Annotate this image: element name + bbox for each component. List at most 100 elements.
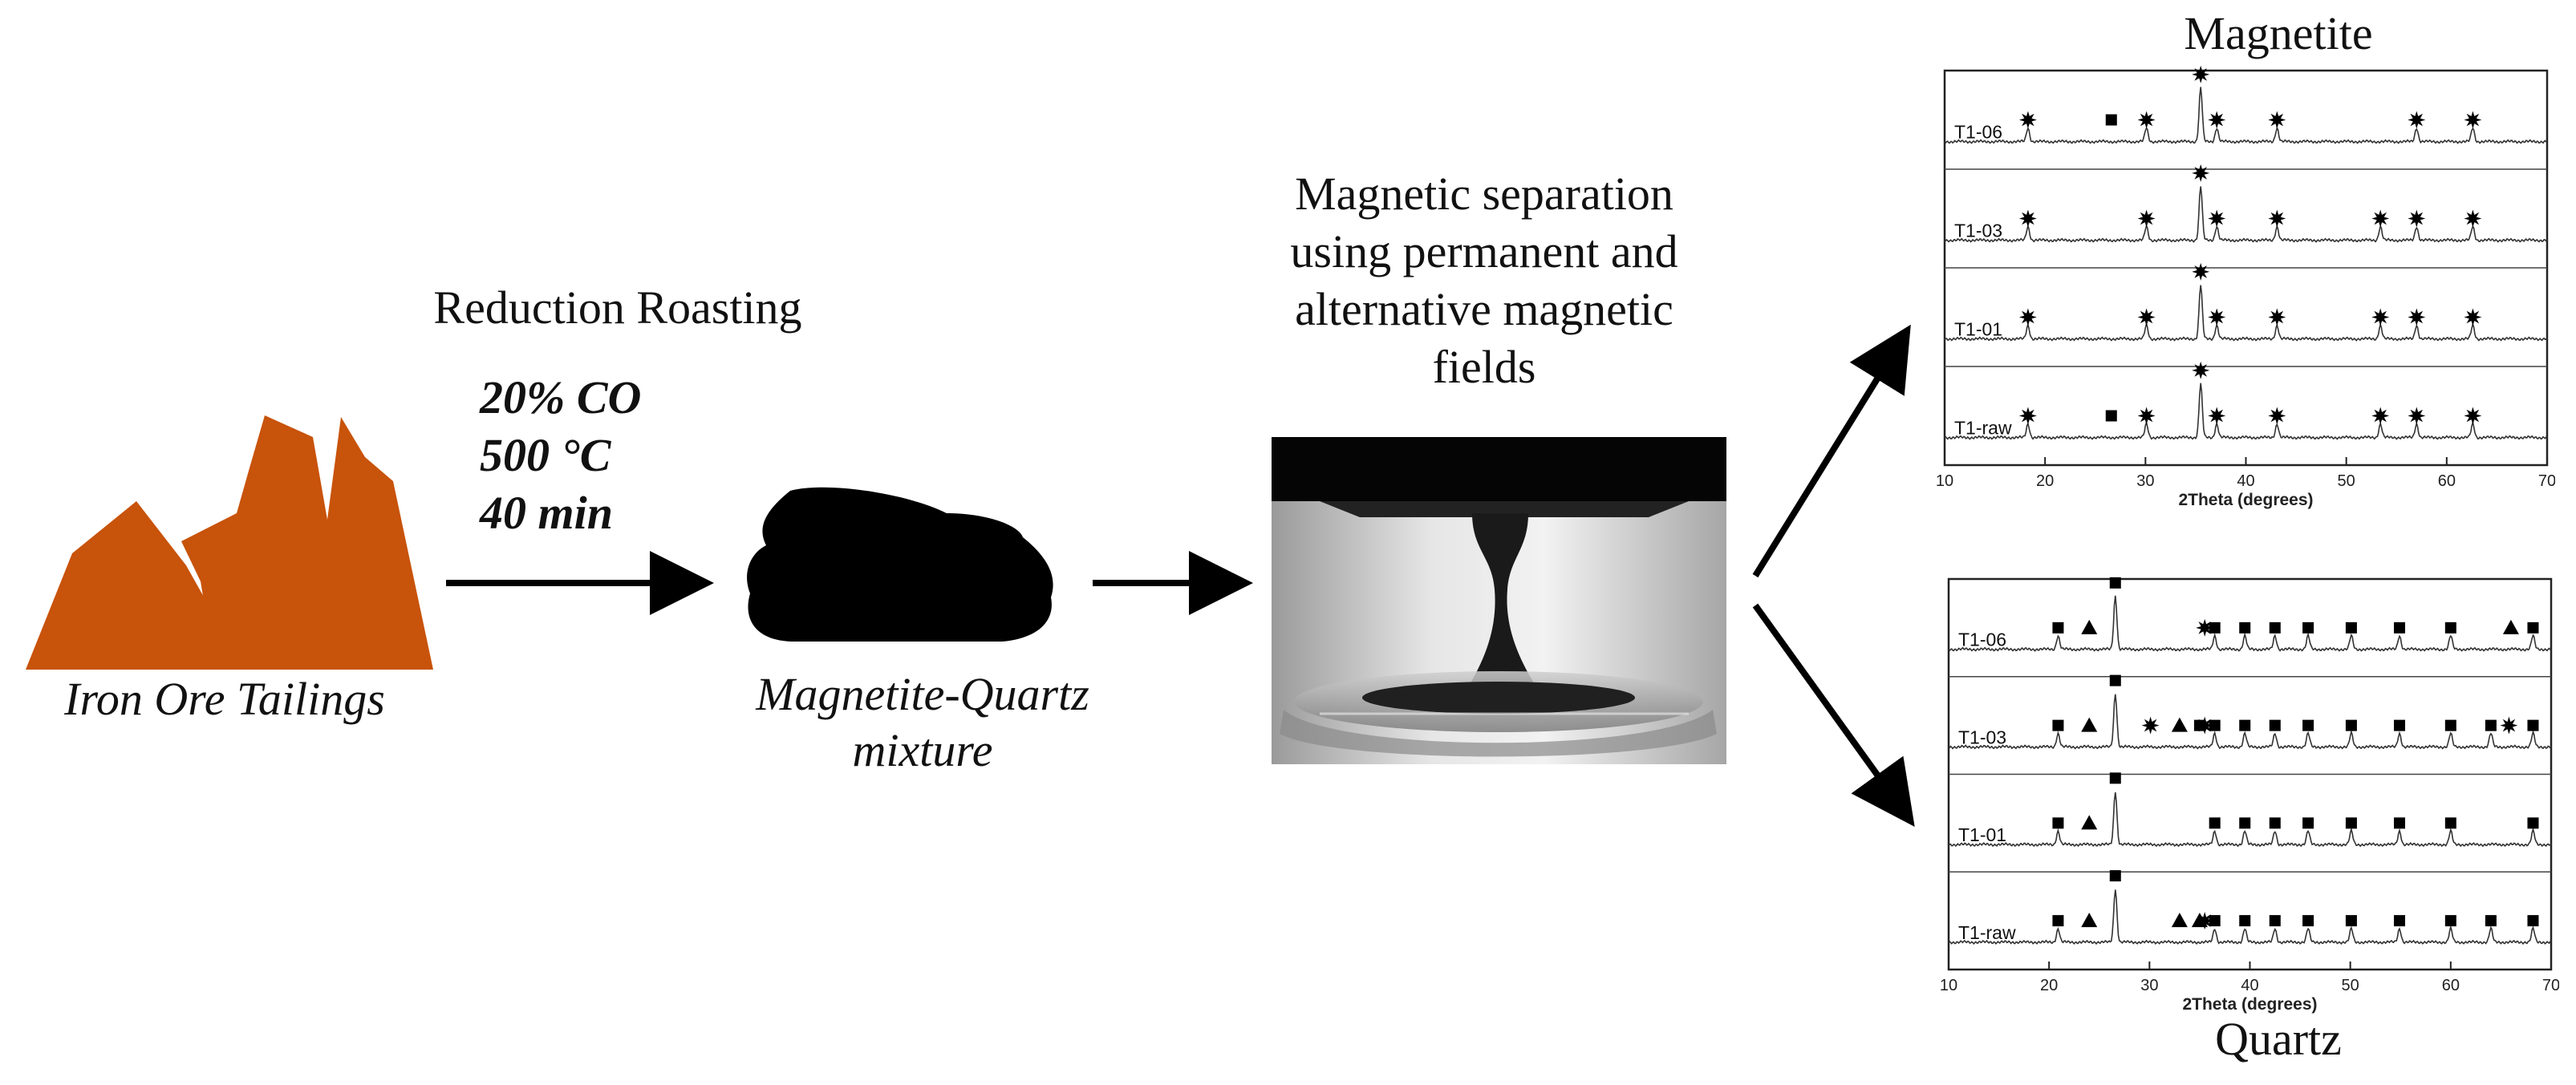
peak-marker-star <box>2371 407 2390 425</box>
x-tick-label: 10 <box>1940 977 1957 994</box>
peak-marker-star <box>2141 716 2160 735</box>
peak-marker-square <box>2444 621 2456 634</box>
peak-marker-star <box>2268 308 2286 326</box>
peak-marker-square <box>2109 577 2121 589</box>
peak-marker-square <box>2239 817 2251 829</box>
peak-marker-star <box>2464 308 2482 326</box>
peak-marker-star <box>2192 262 2210 281</box>
peak-marker-square <box>2239 621 2251 634</box>
series-label: T1-01 <box>1958 824 2006 845</box>
label-reduction-roasting: Reduction Roasting <box>433 281 802 334</box>
peak-marker-square <box>2239 915 2251 927</box>
x-tick-label: 20 <box>2036 472 2054 490</box>
magnetic-separation-photo <box>1272 437 1726 764</box>
peak-marker-triangle <box>2081 815 2098 830</box>
peak-marker-square <box>2302 817 2314 829</box>
label-quartz: Quartz <box>2215 1013 2342 1065</box>
peak-marker-square <box>2302 621 2314 634</box>
peak-marker-star <box>2208 209 2226 228</box>
peak-marker-star <box>2208 308 2226 326</box>
peak-marker-star <box>2192 65 2210 83</box>
peak-marker-square <box>2209 621 2221 634</box>
peak-marker-square <box>2052 719 2064 731</box>
peak-marker-star <box>2018 209 2037 228</box>
peak-marker-square <box>2209 817 2221 829</box>
peak-marker-square <box>2209 915 2221 927</box>
condition-co: 20% CO <box>480 371 642 423</box>
peak-marker-star <box>2137 111 2156 129</box>
peak-marker-square <box>2485 915 2497 927</box>
peak-marker-star <box>2208 407 2226 425</box>
x-axis-label: 2Theta (degrees) <box>2182 995 2317 1014</box>
iron-ore-icon <box>26 415 433 670</box>
x-tick-label: 40 <box>2237 472 2254 490</box>
label-iron-ore-tailings: Iron Ore Tailings <box>64 673 385 725</box>
xrd-trace-T1-03 <box>1944 186 2548 243</box>
peak-marker-star <box>2371 308 2390 326</box>
xrd-trace-T1-03 <box>1948 694 2552 750</box>
series-label: T1-raw <box>1958 922 2016 943</box>
peak-marker-square <box>2393 719 2405 731</box>
peak-marker-star <box>2464 209 2482 228</box>
xrd-trace-T1-06 <box>1948 595 2552 652</box>
peak-marker-square <box>2109 870 2121 882</box>
label-magnetite: Magnetite <box>2184 7 2373 59</box>
series-label: T1-raw <box>1954 418 2012 439</box>
peak-marker-square <box>2444 719 2456 731</box>
peak-marker-square <box>2052 817 2064 829</box>
peak-marker-square <box>2105 410 2117 422</box>
peak-marker-star <box>2192 164 2210 182</box>
peak-marker-star <box>2137 209 2156 228</box>
peak-marker-triangle <box>2171 717 2188 732</box>
ore-rock-left <box>26 501 245 670</box>
peak-marker-star <box>2268 407 2286 425</box>
peak-marker-star <box>2018 111 2037 129</box>
peak-marker-star <box>2192 361 2210 379</box>
peak-marker-triangle <box>2502 619 2519 634</box>
peak-marker-star <box>2464 407 2482 425</box>
peak-marker-star <box>2137 308 2156 326</box>
peak-marker-star <box>2268 111 2286 129</box>
x-axis-label: 2Theta (degrees) <box>2178 491 2313 509</box>
peak-marker-triangle <box>2081 717 2098 732</box>
x-tick-label: 20 <box>2040 977 2058 994</box>
peak-marker-square <box>2105 114 2117 126</box>
peak-marker-square <box>2052 915 2064 927</box>
arrow-to-magnetite <box>1752 324 1911 578</box>
x-tick-label: 40 <box>2241 977 2258 994</box>
arrow-to-quartz <box>1752 603 1915 827</box>
peak-marker-star <box>2500 716 2518 735</box>
xrd-trace-T1-raw <box>1948 889 2552 945</box>
series-label: T1-01 <box>1954 319 2002 340</box>
peak-marker-square <box>2393 817 2405 829</box>
ore-rock-right <box>181 415 433 670</box>
peak-marker-square <box>2345 621 2357 634</box>
peak-marker-square <box>2302 719 2314 731</box>
series-label: T1-06 <box>1954 122 2002 143</box>
peak-marker-square <box>2393 915 2405 927</box>
label-separation-line2: using permanent and <box>1290 225 1678 277</box>
xrd-trace-T1-06 <box>1944 87 2548 144</box>
series-label: T1-03 <box>1958 727 2006 747</box>
mixture-blob-icon <box>747 487 1053 642</box>
peak-marker-star <box>2408 111 2426 129</box>
peak-marker-square <box>2109 772 2121 784</box>
x-tick-label: 70 <box>2538 472 2555 490</box>
x-tick-label: 60 <box>2438 472 2456 490</box>
peak-marker-square <box>2345 915 2357 927</box>
peak-marker-triangle <box>2081 619 2098 634</box>
peak-marker-square <box>2345 719 2357 731</box>
label-mixture-line2: mixture <box>852 724 993 776</box>
peak-marker-triangle <box>2081 913 2098 928</box>
label-separation-line4: fields <box>1432 341 1536 393</box>
x-tick-label: 30 <box>2136 472 2154 490</box>
xrd-trace-T1-01 <box>1948 792 2552 848</box>
peak-marker-square <box>2527 719 2539 731</box>
peak-marker-star <box>2018 407 2037 425</box>
x-tick-label: 30 <box>2140 977 2158 994</box>
peak-marker-square <box>2209 719 2221 731</box>
series-label: T1-03 <box>1954 221 2002 241</box>
